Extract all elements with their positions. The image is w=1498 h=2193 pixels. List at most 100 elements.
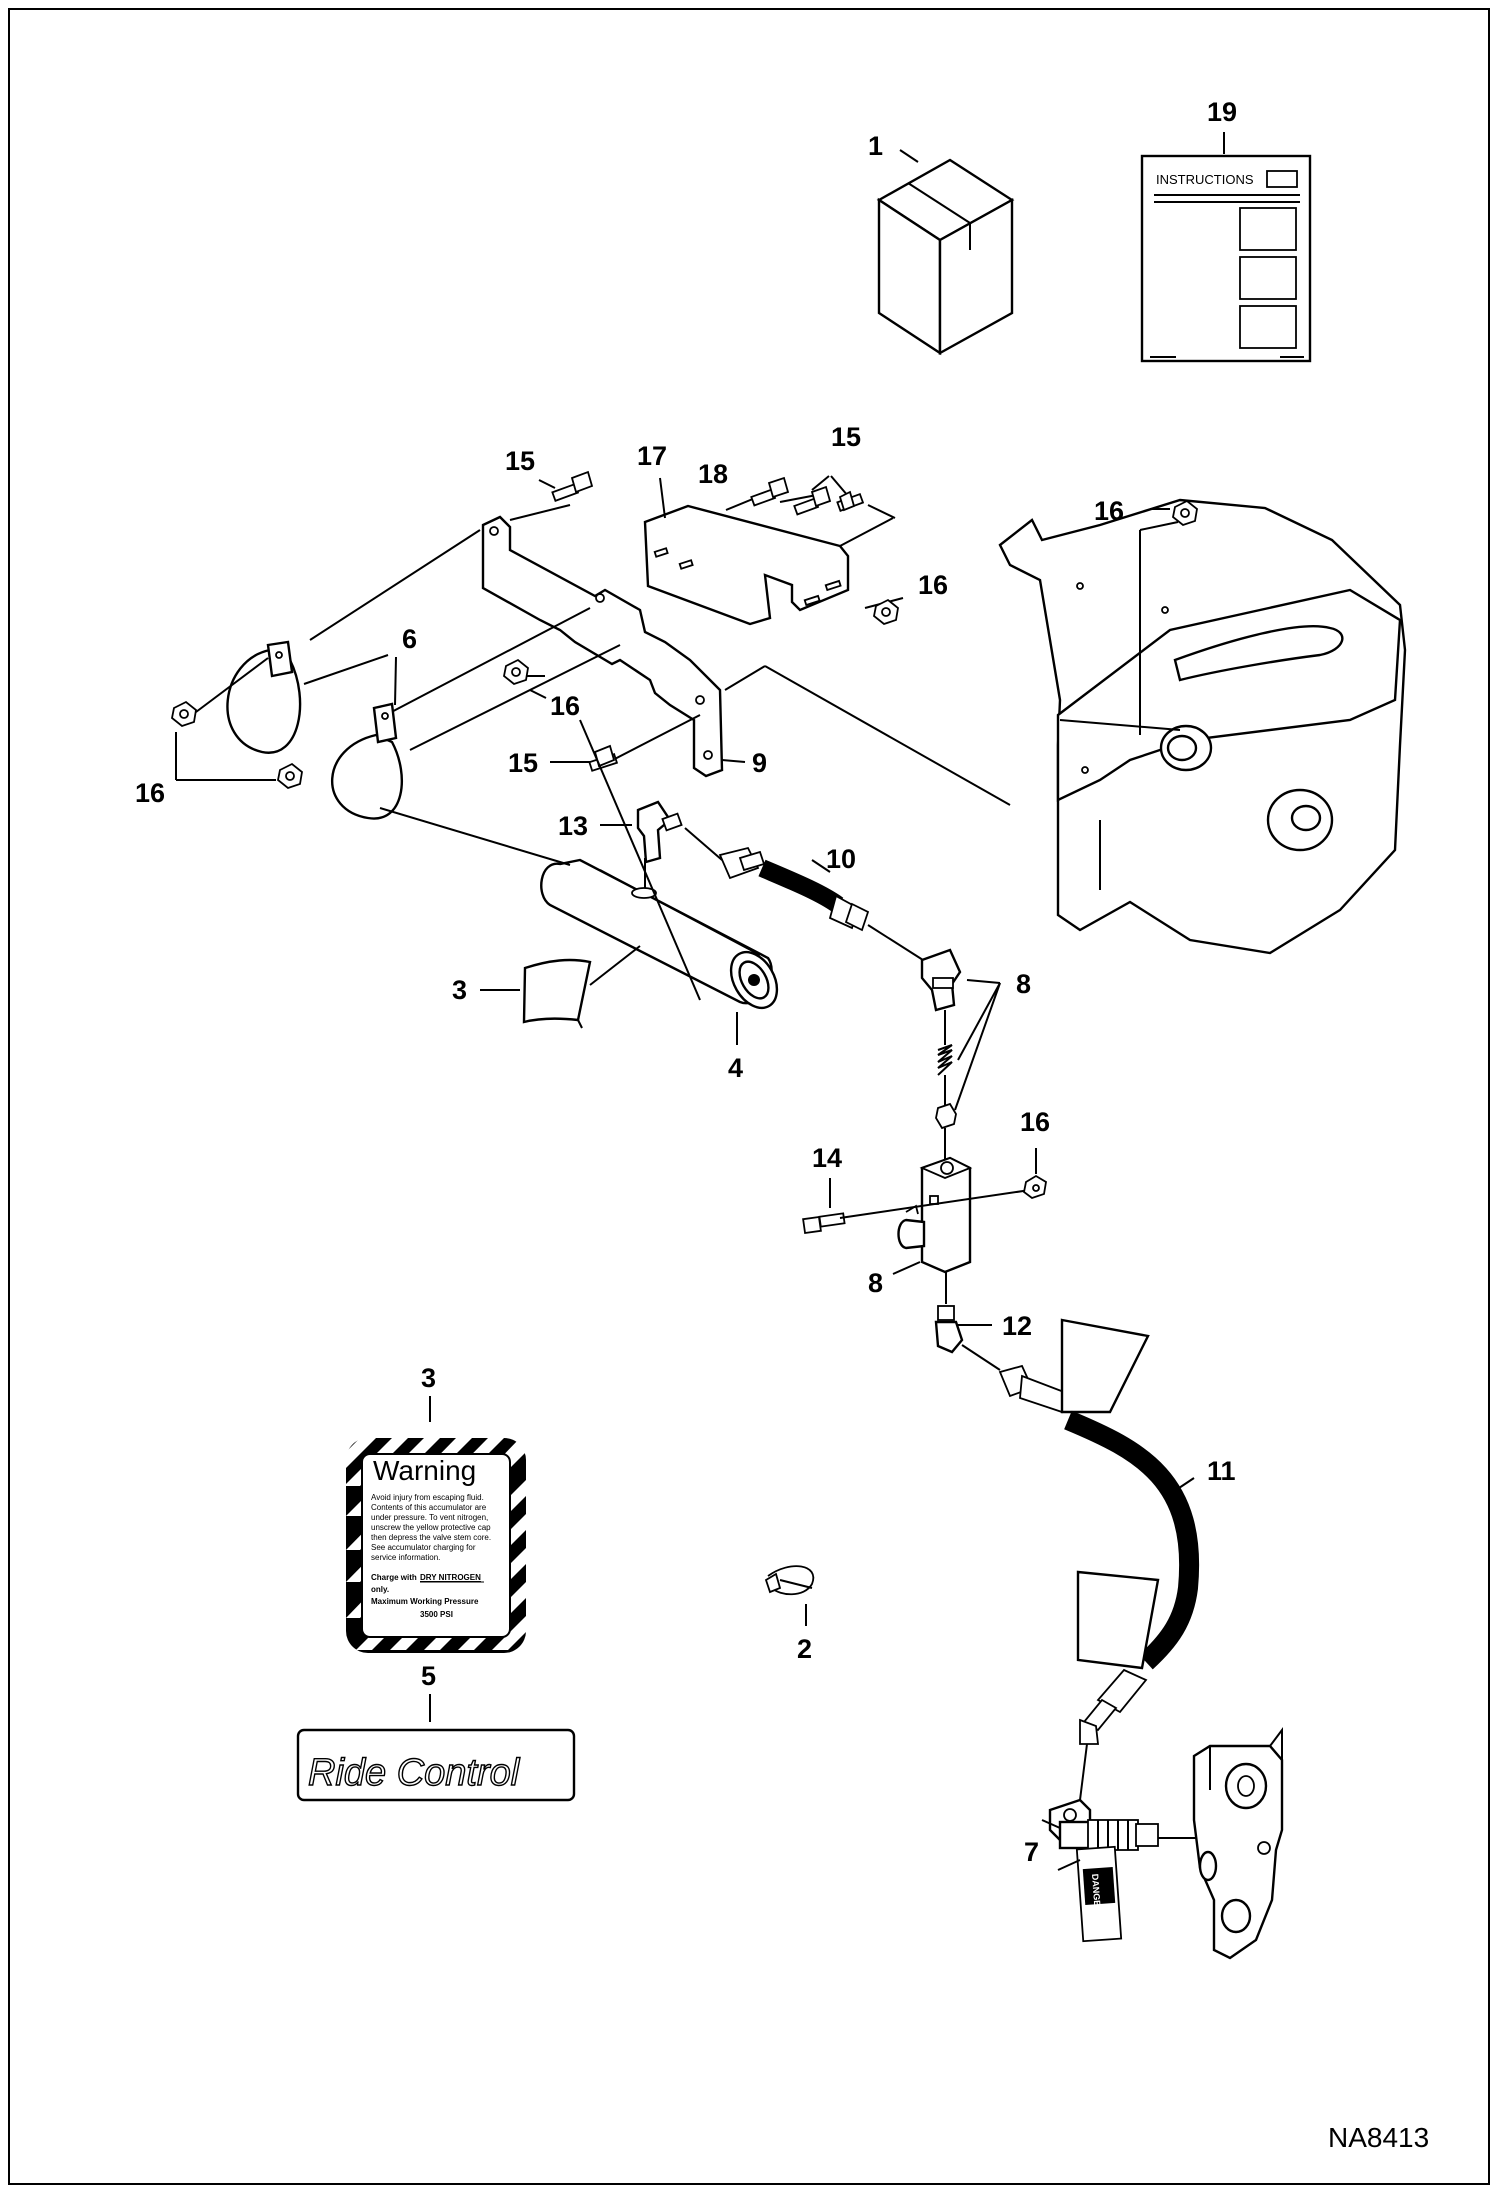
warning-line-2: Contents of this accumulator are xyxy=(371,1503,487,1512)
leader-15-top xyxy=(538,479,556,489)
bolt-14 xyxy=(802,1212,846,1235)
clamp-6-lower xyxy=(331,702,403,820)
nut-16-left xyxy=(503,658,529,686)
bolt-15-a xyxy=(793,485,832,516)
warning-decal-sleeve-3 xyxy=(522,958,592,1029)
bolt-18 xyxy=(750,476,790,507)
nut-16-clamp-a xyxy=(171,700,197,728)
danger-tag: DANGER xyxy=(1075,1845,1123,1943)
callout-8-top: 8 xyxy=(1016,969,1031,999)
callout-5: 5 xyxy=(421,1661,436,1691)
leader-hose-10-b xyxy=(867,924,924,961)
warning-line-7: service information. xyxy=(371,1553,440,1562)
hose-11 xyxy=(961,1318,1200,1745)
instructions-sheet: INSTRUCTIONS xyxy=(1140,154,1312,363)
callout-2: 2 xyxy=(797,1634,812,1664)
cable-tie-2 xyxy=(764,1565,815,1596)
accumulator-4 xyxy=(540,858,779,1010)
warning-title: Warning xyxy=(373,1455,476,1486)
diagram-border xyxy=(8,8,1490,2185)
poppet-8 xyxy=(935,1102,957,1130)
control-valve xyxy=(1192,1727,1284,1960)
warning-line-1: Avoid injury from escaping fluid. xyxy=(371,1493,484,1502)
leader-9 xyxy=(721,759,746,763)
leader-7 xyxy=(1057,1859,1081,1871)
ride-control-decal: Ride Control xyxy=(296,1728,576,1802)
callout-14: 14 xyxy=(812,1143,842,1173)
warning-max-value: 3500 PSI xyxy=(420,1610,453,1619)
warning-line-5: then depress the valve stem core. xyxy=(371,1533,491,1542)
leader-hose-11-bottom xyxy=(1079,1743,1088,1801)
callout-10: 10 xyxy=(826,844,856,874)
clamp-accumulator-leader xyxy=(379,807,571,866)
mounting-bracket-9 xyxy=(481,515,724,778)
fitting-12 xyxy=(934,1305,964,1354)
nut-16-valve xyxy=(1023,1174,1047,1200)
hose-10 xyxy=(718,846,870,932)
callout-16-bracket: 16 xyxy=(918,570,948,600)
leader-10 xyxy=(811,859,831,873)
kit-box xyxy=(876,158,1015,356)
callout-16-frame: 16 xyxy=(1094,496,1124,526)
leader-8a-3 xyxy=(954,982,1001,1111)
clamp-6-upper xyxy=(226,640,302,754)
callout-17: 17 xyxy=(637,441,667,471)
callout-15-bottom: 15 xyxy=(508,748,538,778)
drawing-id: NA8413 xyxy=(1328,2122,1429,2153)
leader-bolt-14-through xyxy=(839,1189,1031,1219)
bolt-15-b xyxy=(836,490,865,512)
callout-16-clamps: 16 xyxy=(135,778,165,808)
leader-8a-1 xyxy=(966,979,1001,984)
callout-18: 18 xyxy=(698,459,728,489)
leader-hose-10-a xyxy=(684,827,723,861)
quick-coupler-valve-7 xyxy=(1041,1798,1159,1851)
elbow-fitting-13 xyxy=(636,800,683,864)
callout-8-bottom: 8 xyxy=(868,1268,883,1298)
leader-16-left xyxy=(529,689,547,699)
callout-3-decal: 3 xyxy=(421,1363,436,1393)
warning-charge-gas: DRY NITROGEN xyxy=(420,1573,481,1582)
warning-line-6: See accumulator charging for xyxy=(371,1543,476,1552)
callout-7: 7 xyxy=(1024,1837,1039,1867)
callout-15-top: 15 xyxy=(505,446,535,476)
callout-11: 11 xyxy=(1207,1456,1236,1486)
callout-13: 13 xyxy=(558,811,588,841)
callout-4: 4 xyxy=(728,1053,743,1083)
spring-8 xyxy=(937,1044,953,1076)
instructions-heading: INSTRUCTIONS xyxy=(1156,172,1254,187)
callout-6: 6 xyxy=(402,624,417,654)
danger-tag-text: DANGER xyxy=(1090,1873,1103,1913)
callout-19: 19 xyxy=(1207,97,1237,127)
warning-decal: Warning Avoid injury from escaping fluid… xyxy=(346,1438,526,1653)
callout-15-right: 15 xyxy=(831,422,861,452)
leader-11 xyxy=(1175,1477,1195,1491)
loader-frame xyxy=(998,498,1407,955)
warning-line-3: under pressure. To vent nitrogen, xyxy=(371,1513,488,1522)
leader-8a-2 xyxy=(957,982,1001,1061)
elbow-fitting-8 xyxy=(920,948,962,1012)
leader-8-block xyxy=(892,1261,921,1275)
warning-line-4: unscrew the yellow protective cap xyxy=(371,1523,491,1532)
callout-12: 12 xyxy=(1002,1311,1032,1341)
callout-16-valve: 16 xyxy=(1020,1107,1050,1137)
nut-16-bracket xyxy=(873,598,899,626)
bolt-15-top xyxy=(551,470,594,502)
nut-16-frame xyxy=(1172,499,1198,527)
nut-16-clamp-b xyxy=(277,762,303,790)
warning-charge-prefix: Charge with xyxy=(371,1573,417,1582)
leader-3-b xyxy=(589,945,641,986)
leader-6-a xyxy=(303,654,389,685)
mounting-bracket-17 xyxy=(643,504,850,626)
callout-3-accumulator: 3 xyxy=(452,975,467,1005)
warning-max-label: Maximum Working Pressure xyxy=(371,1597,479,1606)
leader-1 xyxy=(899,149,919,163)
accumulator-leader xyxy=(579,719,701,1001)
valve-block-8 xyxy=(897,1156,973,1274)
callout-9: 9 xyxy=(752,748,767,778)
ride-control-text: Ride Control xyxy=(308,1752,521,1794)
leader-6-b xyxy=(394,656,397,706)
leader-16-frame-b xyxy=(1139,521,1179,531)
leader-nut-clamp-a xyxy=(195,657,269,713)
